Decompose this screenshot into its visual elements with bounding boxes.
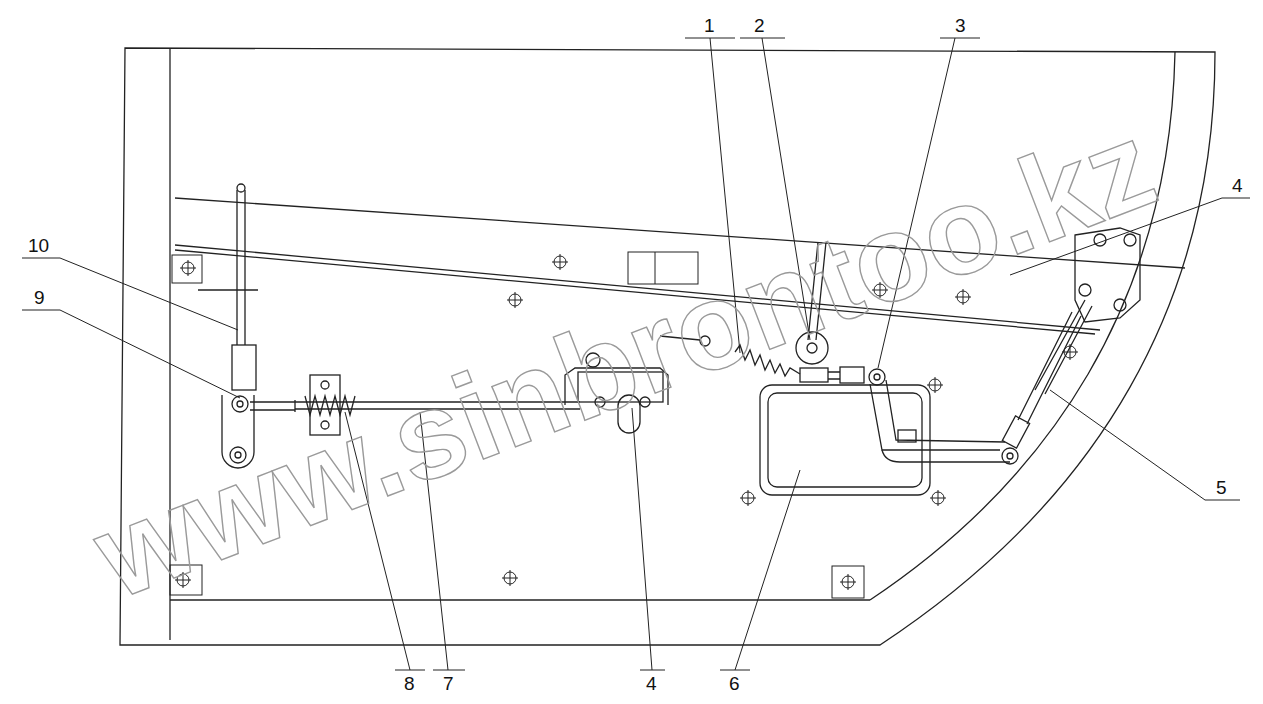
callout-number: 4: [1232, 176, 1243, 195]
callout-number: 9: [34, 288, 45, 307]
callout-number: 1: [704, 16, 715, 35]
callout-number: 6: [729, 674, 740, 693]
callout-number: 7: [443, 674, 454, 693]
callout-number: 8: [404, 674, 415, 693]
watermark: www.sinbrontoo.kz: [80, 102, 1169, 618]
callout-number: 2: [754, 16, 765, 35]
callout-number: 10: [28, 236, 49, 255]
callout-number: 4: [646, 674, 657, 693]
callout-number: 5: [1216, 478, 1227, 497]
callout-number: 3: [955, 16, 966, 35]
